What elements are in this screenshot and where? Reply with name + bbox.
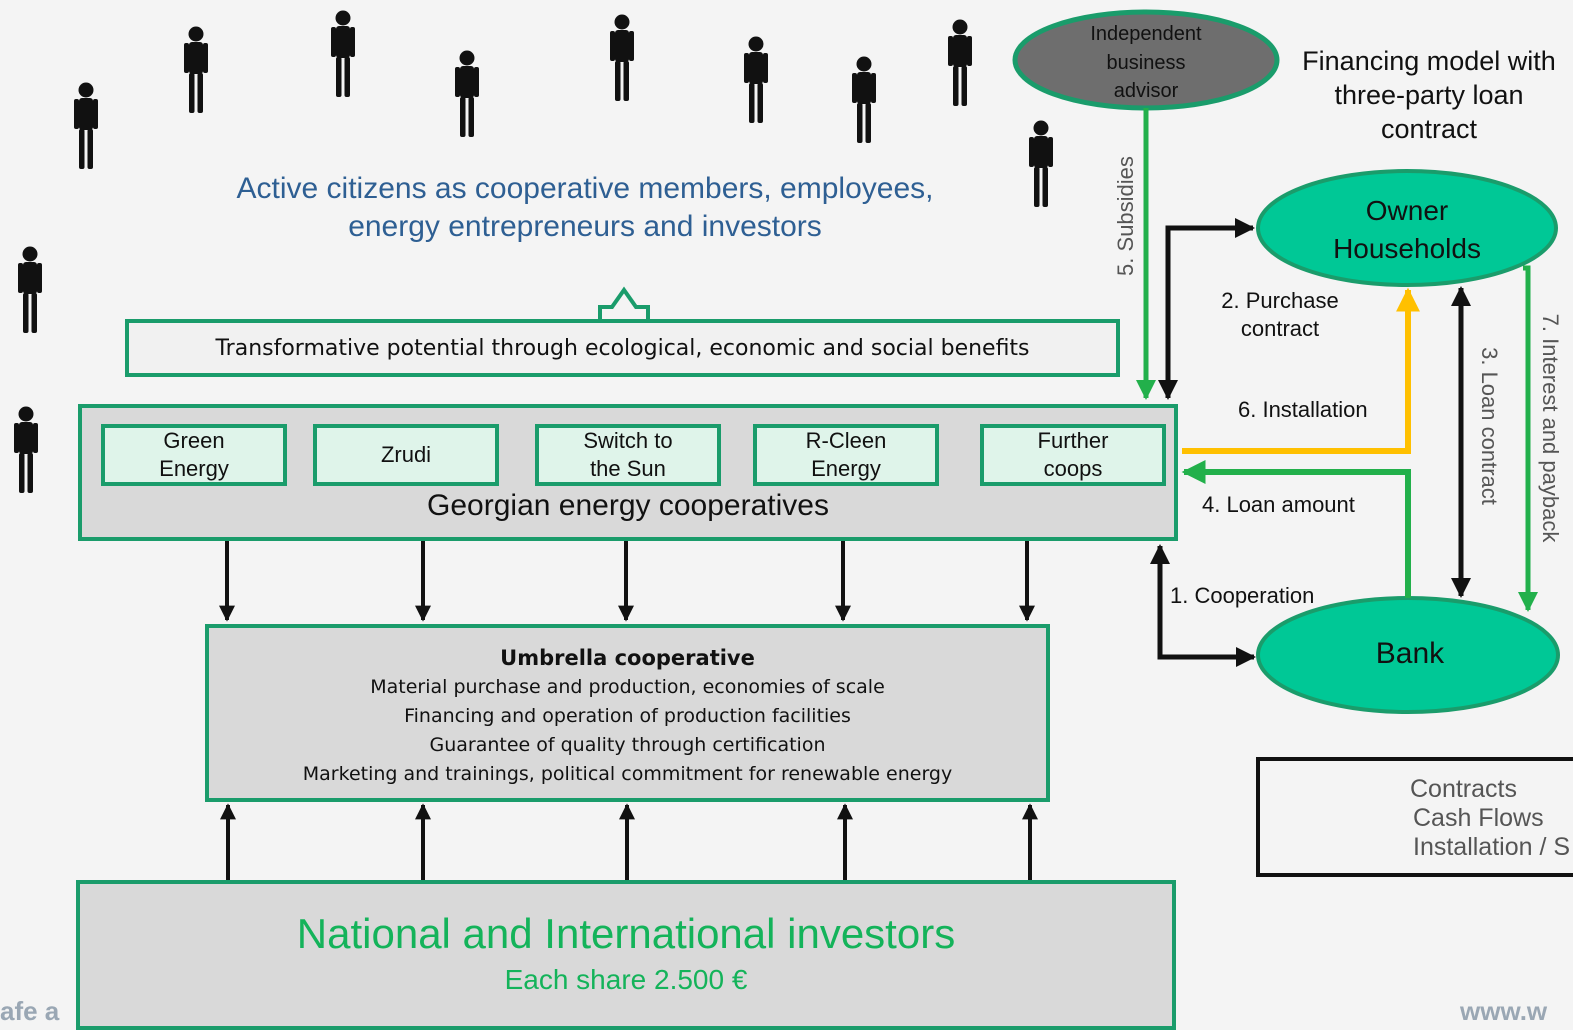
coop-to-umbrella-arrows bbox=[219, 541, 1035, 622]
georgian-cooperatives-label: Georgian energy cooperatives bbox=[427, 489, 829, 522]
citizens-line-1: Active citizens as cooperative members, … bbox=[236, 172, 934, 205]
coop-further-coops: Further coops bbox=[980, 424, 1166, 486]
financing-title-line: Financing model with bbox=[1302, 46, 1556, 76]
footer-left-text: afe a bbox=[0, 996, 60, 1026]
citizens-headline: Active citizens as cooperative members, … bbox=[170, 170, 1000, 246]
coop-zrudi: Zrudi bbox=[313, 424, 499, 486]
step-5-label: 5. Subsidies bbox=[1113, 156, 1138, 276]
person-icon bbox=[948, 19, 972, 106]
investors-title: National and International investors bbox=[296, 910, 956, 957]
investor-to-umbrella-arrows bbox=[220, 803, 1038, 880]
umbrella-line: Material purchase and production, econom… bbox=[370, 676, 885, 698]
step-3-label: 3. Loan contract bbox=[1477, 347, 1502, 505]
coop-line: Further bbox=[1037, 428, 1109, 453]
financing-title-line: three-party loan bbox=[1334, 80, 1524, 110]
coop-line: Green bbox=[163, 428, 225, 453]
owner-line: Households bbox=[1333, 233, 1481, 264]
loan-amount-arrow bbox=[1181, 460, 1411, 598]
legend-contracts: Contracts bbox=[1410, 775, 1517, 803]
transformative-box: Transformative potential through ecologi… bbox=[125, 319, 1120, 377]
citizens-line-2: energy entrepreneurs and investors bbox=[348, 210, 822, 243]
purchase-contract-arrow bbox=[1158, 218, 1255, 400]
person-icon bbox=[744, 36, 768, 123]
advisor-line: advisor bbox=[1113, 80, 1179, 102]
person-icon bbox=[18, 246, 42, 333]
installation-arrow bbox=[1182, 287, 1420, 454]
person-icon bbox=[610, 14, 634, 101]
advisor-line: business bbox=[1106, 51, 1186, 74]
umbrella-line: Marketing and trainings, political commi… bbox=[302, 763, 953, 785]
step-4-label: 4. Loan amount bbox=[1202, 492, 1355, 517]
financing-model-title: Financing model with three-party loan co… bbox=[1290, 44, 1568, 146]
cooperation-arrow bbox=[1150, 544, 1256, 667]
person-icon bbox=[455, 50, 479, 137]
step-2-line: 2. Purchase bbox=[1221, 288, 1339, 313]
person-icon bbox=[74, 82, 98, 169]
umbrella-line: Financing and operation of production fa… bbox=[404, 705, 851, 727]
coop-line: Energy bbox=[811, 456, 881, 481]
investors-box: National and International investors Eac… bbox=[76, 880, 1176, 1030]
legend-box bbox=[1256, 757, 1573, 877]
owner-households-node bbox=[1256, 169, 1558, 287]
person-icon bbox=[331, 10, 355, 97]
investors-subtitle: Each share 2.500 € bbox=[504, 964, 748, 995]
step-2-label: 2. Purchase contract bbox=[1200, 287, 1360, 343]
coop-line: Energy bbox=[159, 456, 229, 481]
legend-installation: Installation / S bbox=[1413, 833, 1571, 861]
owner-households-label: Owner Households bbox=[1262, 192, 1552, 268]
umbrella-cooperative-box: Umbrella cooperative Material purchase a… bbox=[205, 624, 1050, 802]
bank-label: Bank bbox=[1375, 637, 1445, 670]
coop-switch-to-the-sun: Switch to the Sun bbox=[535, 424, 721, 486]
up-arrow-icon bbox=[598, 286, 650, 319]
step-6-label: 6. Installation bbox=[1238, 397, 1368, 422]
step-2-line: contract bbox=[1240, 316, 1320, 341]
interest-payback-arrow bbox=[1518, 265, 1538, 612]
coop-line: the Sun bbox=[590, 456, 666, 481]
person-icon bbox=[184, 26, 208, 113]
step-1-label: 1. Cooperation bbox=[1170, 583, 1315, 608]
umbrella-line: Guarantee of quality through certificati… bbox=[429, 734, 826, 756]
person-icon bbox=[852, 56, 876, 143]
advisor-line: Independent bbox=[1090, 23, 1202, 45]
legend-cash-flows: Cash Flows bbox=[1413, 804, 1544, 832]
financing-title-line: contract bbox=[1380, 114, 1478, 144]
umbrella-title: Umbrella cooperative bbox=[500, 646, 755, 670]
coop-line: R-Cleen bbox=[805, 428, 887, 453]
coop-line: coops bbox=[1043, 456, 1103, 481]
person-icon bbox=[1029, 120, 1053, 207]
coop-line: Zrudi bbox=[380, 442, 432, 467]
owner-line: Owner bbox=[1365, 195, 1449, 226]
coop-line: Switch to bbox=[583, 428, 673, 453]
person-icon bbox=[14, 406, 38, 493]
step-7-label: 7. Interest and payback bbox=[1538, 314, 1563, 544]
footer-right-text: www.w bbox=[1460, 996, 1548, 1026]
advisor-label: Independent business advisor bbox=[1020, 20, 1272, 106]
